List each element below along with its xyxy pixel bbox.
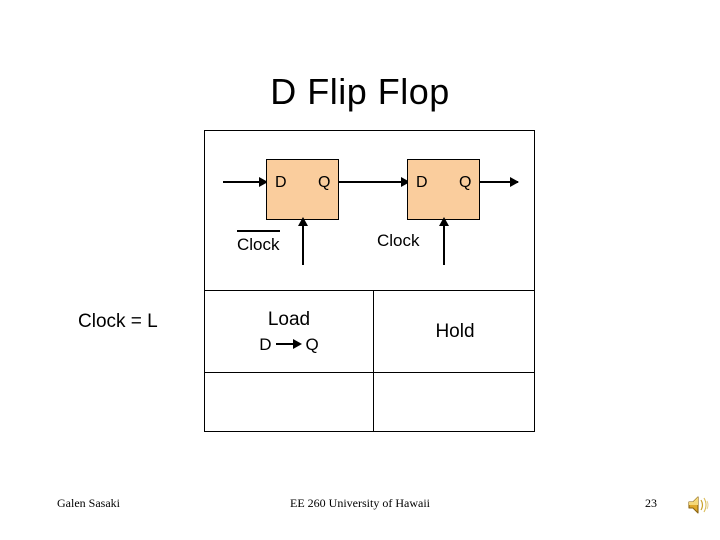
load-transfer-to: Q	[305, 334, 319, 354]
table-cell-load: Load D Q	[205, 291, 373, 372]
hold-title: Hold	[435, 320, 475, 342]
table-cell-hold: Hold	[373, 291, 536, 372]
slide-footer: Galen Sasaki EE 260 University of Hawaii…	[0, 492, 720, 532]
right-arrow-icon	[275, 339, 302, 350]
clock-1-label: Clock	[237, 230, 280, 255]
clock-2-arrow-icon	[439, 217, 449, 226]
interstage-wire	[339, 181, 409, 183]
output-arrow-icon	[510, 177, 519, 187]
slide-number: 23	[645, 496, 657, 510]
load-transfer-from: D	[259, 334, 272, 354]
output-wire	[480, 181, 518, 183]
input-wire	[223, 181, 268, 183]
speaker-icon[interactable]	[686, 492, 712, 518]
flipflop-1-pin-d: D	[275, 174, 287, 191]
flipflop-1-pin-q: Q	[318, 174, 331, 191]
load-transfer: D Q	[259, 334, 319, 356]
table-cell-blank-left	[205, 373, 373, 431]
clock-2-wire	[443, 220, 445, 265]
d-flip-flop-schematic: D Q D Q Clock Clock	[205, 131, 536, 290]
flipflop-box-2	[407, 159, 480, 220]
clock-1-arrow-icon	[298, 217, 308, 226]
clock-1-wire	[302, 220, 304, 265]
flipflop-2-pin-d: D	[416, 174, 428, 191]
clock-2-label: Clock	[377, 231, 420, 250]
table-row-diagram: D Q D Q Clock Clock	[205, 131, 534, 290]
table-cell-blank-right	[373, 373, 536, 431]
load-title: Load	[267, 308, 311, 330]
footer-course: EE 260 University of Hawaii	[290, 496, 430, 510]
truth-table: D Q D Q Clock Clock Load	[204, 130, 535, 432]
flipflop-2-pin-q: Q	[459, 174, 472, 191]
row-label-clock-low: Clock = L	[78, 311, 158, 332]
clock-1-label-text: Clock	[237, 230, 280, 255]
page-title: D Flip Flop	[270, 71, 450, 112]
interstage-arrow-icon	[401, 177, 410, 187]
table-row-states: Load D Q Hold	[205, 290, 534, 372]
table-row-blank	[205, 372, 534, 431]
input-arrow-icon	[259, 177, 268, 187]
footer-author: Galen Sasaki	[57, 496, 120, 510]
